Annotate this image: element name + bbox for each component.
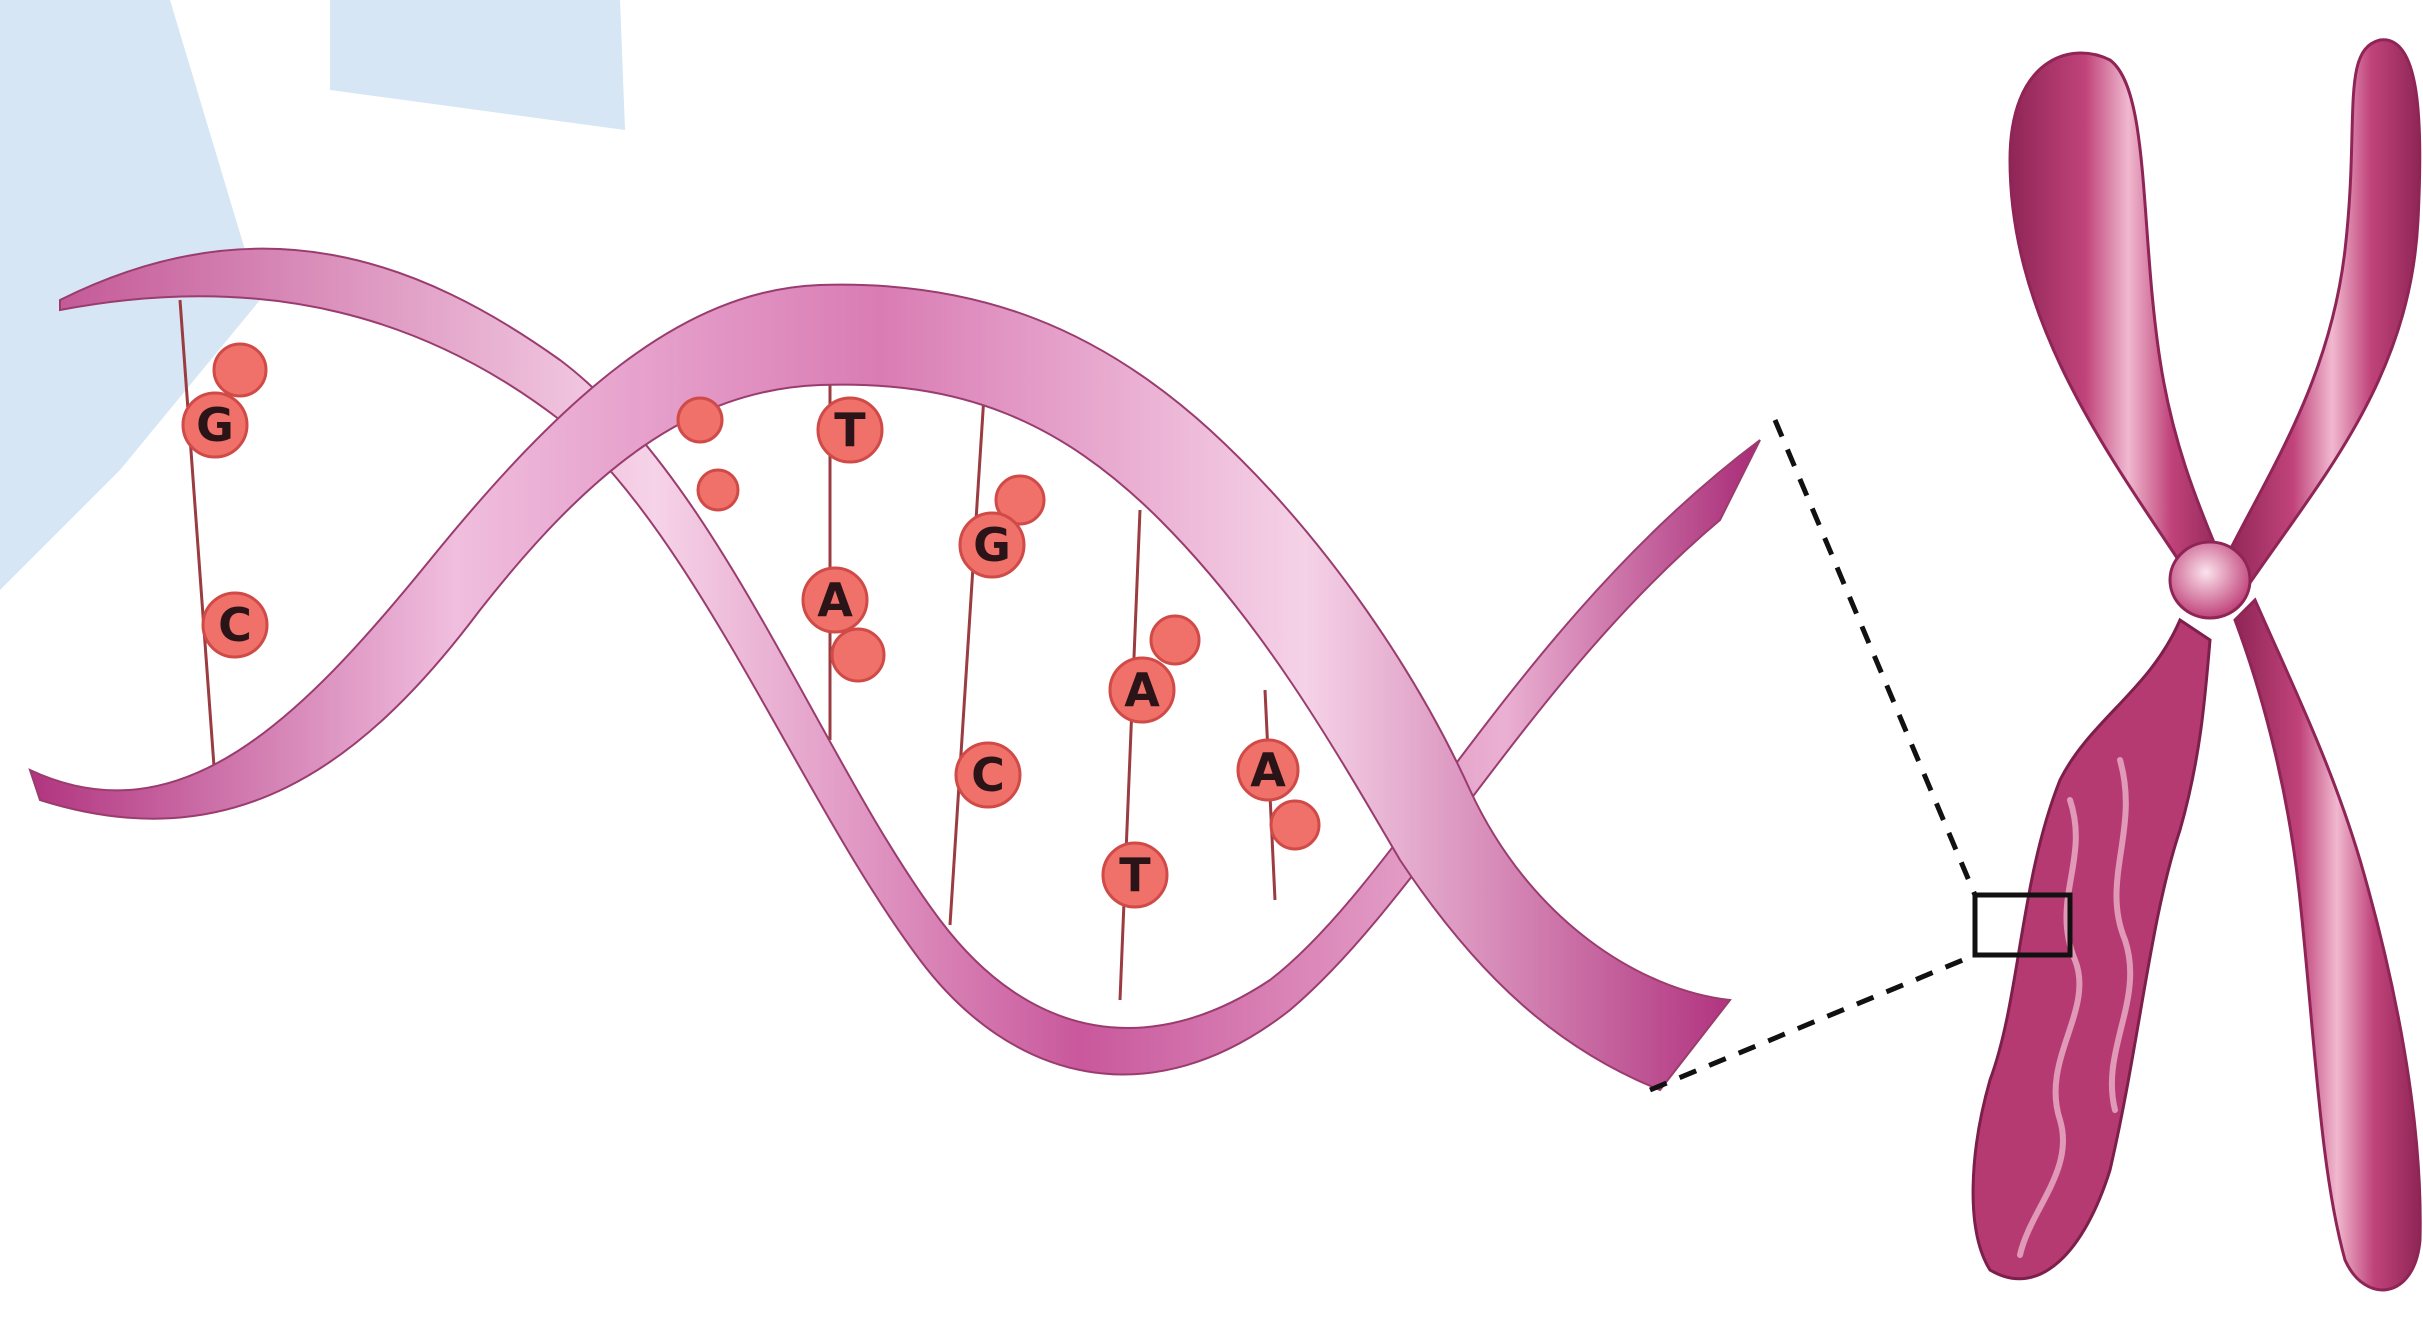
base-pair-2: T A (803, 398, 884, 681)
rung-line (950, 380, 985, 925)
base-letter-top: G (973, 518, 1011, 572)
base-nodule (1271, 801, 1319, 849)
chromosome-arm-lower-right (2235, 600, 2420, 1290)
x-chromosome-icon (1973, 40, 2420, 1290)
base-letter-top: A (1124, 663, 1160, 717)
base-pair-free (678, 398, 738, 510)
base-letter-bottom: C (218, 598, 252, 652)
base-pair-4: A T (1103, 616, 1199, 907)
chromosome-arm-upper-left (2010, 53, 2225, 585)
base-letter-top: T (834, 403, 866, 457)
chromosome-arm-lower-left (1973, 620, 2210, 1279)
rung-line (1120, 510, 1140, 1000)
base-pair-5: A (1238, 740, 1319, 849)
base-nodule (214, 344, 266, 396)
base-nodule (832, 629, 884, 681)
base-nodule (678, 398, 722, 442)
base-nodule (1151, 616, 1199, 664)
chromosome-arm-upper-right (2225, 40, 2420, 590)
base-letter-top: G (196, 398, 234, 452)
base-letter-bottom: C (971, 748, 1005, 802)
dna-strand-front (30, 285, 1730, 1090)
centromere (2170, 542, 2250, 618)
base-nodule (698, 470, 738, 510)
watermark-shape-top (330, 0, 625, 130)
base-letter-bottom: A (1250, 743, 1286, 797)
base-letter-bottom: A (817, 573, 853, 627)
base-letter-bottom: T (1119, 848, 1151, 902)
zoom-line-upper (1775, 420, 1975, 895)
